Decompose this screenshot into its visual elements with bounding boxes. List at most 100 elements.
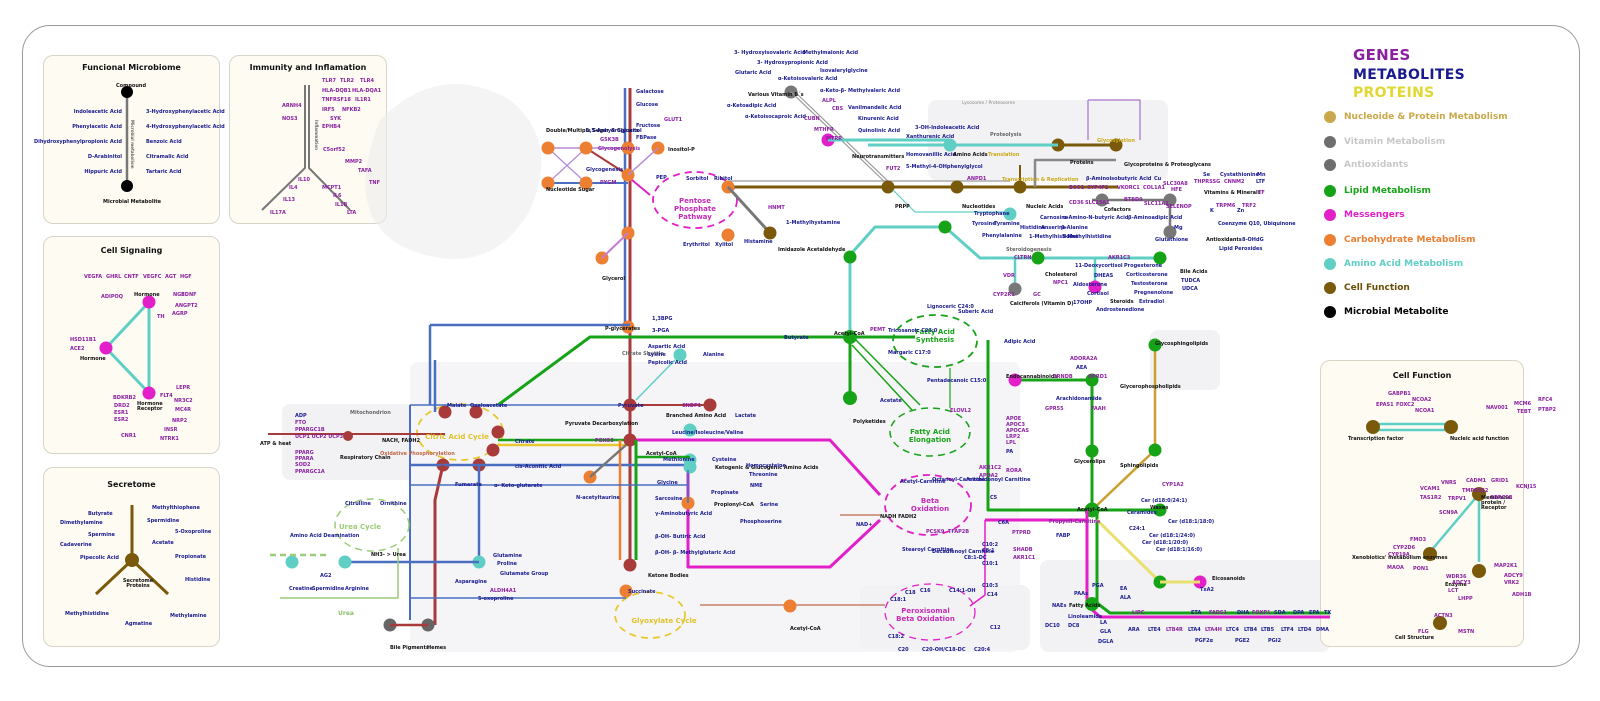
panel-item-label: CYP2D6 [1393,545,1416,551]
pathway-label: C24:1 [1129,526,1146,532]
panel-item-label: TAFA [358,168,372,174]
pathway-label: Malate [447,403,467,409]
pathway-label: 1-Methylhystamine [786,220,841,226]
pathway-label: Cu [1154,176,1162,182]
panel-item-label: Transcription factor [1348,436,1404,442]
panel-item-label: TNFRSF18 [322,97,351,103]
pathway-label: BTBD9 [1124,197,1143,203]
legend-metabolites: METABOLITES [1353,67,1465,83]
pathway-label: TFAP2B [948,529,970,535]
pathway-label: LTD4 [1298,627,1312,633]
pathway-label: AEA [1076,365,1088,371]
creatine-node [285,555,299,569]
pathway-label: C5 [990,495,998,501]
pathway-label: ALDH4A1 [490,588,517,594]
pathway-label: Citrulline [345,501,371,507]
pathway-label: TF [1258,190,1265,196]
panel-item-label: IL13 [283,197,296,203]
tca-node [469,405,483,419]
pathway-label: DHEAS [1094,273,1114,279]
succinate-node [619,584,633,598]
panel-item-label: Microbial metabolism [130,120,135,169]
pathway-label: FTO [295,420,307,426]
pathway-label: Cer (d18:1/24:0) [1149,533,1196,539]
pathway-label: MTHFR [814,127,834,133]
pathway-label: Cer (d18:0/24:1) [1141,498,1188,504]
panel-item-label: TNF [369,180,381,186]
pathway-label: Glucose [636,102,659,108]
panel-item-label: Propionate [175,554,207,560]
pathway-label: Proteins [1070,160,1094,166]
lipogenesis-line [986,340,1092,512]
panel-item-label: Hippuric Acid [84,169,122,175]
acetyl-coa-node [843,330,857,344]
pathway-label: Inositol-P [668,147,695,153]
pathway-node [1153,251,1167,265]
panel-item-label: MAOA [1387,565,1404,571]
pathway-label: Glycerolips [1074,459,1106,465]
pathway-label: Cer (d18:1/16:0) [1156,547,1203,553]
pathway-label: CLTRN [1014,255,1032,261]
xenobiotics-node [1423,547,1437,561]
ceramides-node [1153,503,1167,517]
panel-item-label: IRF5 [322,107,335,113]
pathway-node [541,176,555,190]
immunity-edge [308,85,351,211]
panel-title: Funcional Microbiome [82,63,181,72]
legend-item: Antioxidants [1324,159,1408,171]
pathway-label: Citrate [515,439,535,445]
legend-item: Microbial Metabolite [1324,306,1448,318]
panel-item-label: NCOA1 [1415,408,1435,414]
legend-label: Amino Acid Metabolism [1344,259,1464,269]
panel-item-label: LCT [1448,588,1459,594]
citrate-shuttle-line [497,335,850,407]
panel-item-label: Dihydroxyphenylpropionic Acid [33,139,122,145]
pathway-label: PGF2α [1195,638,1214,644]
legend-dot-icon [1324,258,1336,270]
pathway-label: Glycogenolysis [598,146,641,152]
pathway-label: LTA4 [1188,627,1201,633]
pathway-label: Estradiol [1139,299,1165,305]
glycerolips-node [1085,444,1099,458]
panel-item-label: Secretome Proteins [122,578,154,589]
region-label-lyso: Lysosome / Proteasome [962,101,1016,106]
pathway-label: Respiratory Chain [340,455,391,461]
pathway-label: ADP [295,413,307,419]
panel-item-label: LEPR [176,385,191,391]
legend-item: Messengers [1324,209,1405,221]
legend-dot-icon [1324,209,1336,221]
pathway-edge [1095,510,1330,615]
pathway-label: Cystathionine [1220,172,1259,178]
pathway-label: APOC3 [1006,422,1025,428]
legend-proteins: PROTEINS [1353,85,1435,101]
pathway-label: Branched Amino Acid [666,413,727,419]
pathway-label: K [1210,208,1214,214]
legend-label: Antioxidants [1344,160,1409,170]
pathway-label: Pyruvate [618,403,644,409]
panel-item-label: Enzyme [1445,582,1467,588]
panel-item-label: CNR1 [121,433,137,439]
pathway-label: GC [1033,292,1041,298]
pathway-label: Xanthurenic Acid [906,134,955,140]
legend-item: Lipid Metabolism [1324,185,1431,197]
pathway-label: Tyramine [994,221,1020,227]
pathway-label: LTF4 [1281,627,1294,633]
legend-label: Lipid Metabolism [1344,186,1431,196]
pathway-label: FBPase [636,135,657,141]
pathway-node [579,176,593,190]
pathway-label: HFE [1171,187,1183,193]
pathway-label: Acetyl-CoA [790,626,821,632]
panel-item-label: ADIPOQ [101,294,124,300]
pathway-label: DC8 [1068,623,1080,629]
carnosine-node [1003,207,1017,221]
panel-item-label: PON1 [1413,566,1429,572]
pathway-label: TRPM6 [1216,203,1236,209]
pathway-label: C16 [920,588,931,594]
pathway-label: Pepicolic Acid [648,360,688,366]
panel-item-label: EPAS1 [1376,402,1394,408]
pathway-label: CYP2R1 [993,292,1015,298]
panel-item-label: Compound [116,83,147,89]
pathway-label: PGI2 [1268,638,1282,644]
pathway-label: C20-OH/C18-DC [922,647,966,653]
panel-item-label: NTRK1 [160,436,179,442]
